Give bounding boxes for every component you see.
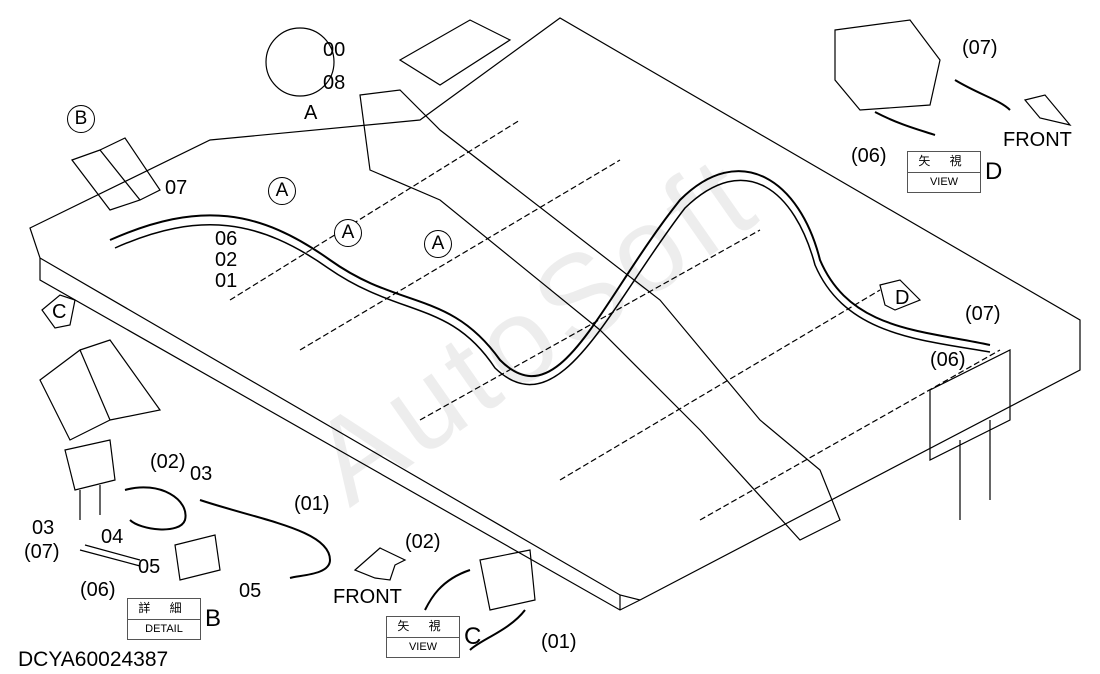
pedal-top bbox=[71, 137, 161, 211]
pilot-valve-body bbox=[64, 439, 116, 520]
detail-b-label-03a: 03 bbox=[190, 463, 213, 485]
drawing-code: DCYA60024387 bbox=[18, 648, 169, 671]
hose-c-02 bbox=[424, 569, 471, 611]
view-d-jp: 矢 視 bbox=[908, 152, 980, 173]
hose-main-2 bbox=[114, 179, 991, 386]
step-plate bbox=[398, 19, 512, 86]
detail-b-letter: B bbox=[205, 605, 222, 632]
detail-b-label-02: (02) bbox=[150, 451, 186, 473]
part-label-00: 00 bbox=[323, 39, 346, 61]
part-label-08: 08 bbox=[323, 72, 346, 94]
hose-main bbox=[109, 170, 991, 377]
detail-b-label-05b: 05 bbox=[239, 580, 262, 602]
part-label-06: 06 bbox=[215, 228, 238, 250]
hose-b-06 bbox=[79, 544, 141, 567]
hose-b-02 bbox=[124, 486, 187, 531]
view-c-jp: 矢 視 bbox=[387, 617, 459, 638]
view-d-tag: 矢 視 VIEW D bbox=[907, 151, 1002, 193]
view-c-en: VIEW bbox=[408, 640, 438, 653]
view-d-en: VIEW bbox=[929, 175, 959, 188]
detail-b-tag: 詳 細 DETAIL B bbox=[127, 598, 221, 640]
part-label-07: 07 bbox=[165, 177, 188, 199]
view-c-letter: C bbox=[464, 623, 482, 650]
detail-a-circle bbox=[265, 27, 335, 97]
view-c-label-01: (01) bbox=[541, 631, 577, 653]
view-c-label-02: (02) bbox=[405, 531, 441, 553]
callout-a-1: A bbox=[268, 177, 296, 205]
hose-d-07 bbox=[954, 79, 1011, 111]
view-c-front: FRONT bbox=[333, 586, 402, 608]
hose-d-06 bbox=[874, 111, 936, 136]
view-c-tag: 矢 視 VIEW C bbox=[386, 616, 481, 658]
center-boom bbox=[359, 89, 841, 541]
cross-member bbox=[229, 119, 1001, 521]
part-label-01: 01 bbox=[215, 270, 238, 292]
frame-side-rail bbox=[39, 258, 641, 611]
frame-outline bbox=[29, 17, 1081, 601]
arrow-d-shape bbox=[879, 279, 922, 311]
detail-a-letter: A bbox=[304, 102, 318, 124]
hose-c-01 bbox=[469, 609, 526, 651]
view-d-label-06: (06) bbox=[851, 145, 887, 167]
view-d-letter: D bbox=[985, 158, 1003, 185]
detail-b-en: DETAIL bbox=[145, 622, 183, 635]
rear-crossbeam bbox=[929, 349, 1011, 520]
view-d-label-07: (07) bbox=[962, 37, 998, 59]
part-label-d06: (06) bbox=[930, 349, 966, 371]
detail-b-label-06: (06) bbox=[80, 579, 116, 601]
detail-b-label-05a: 05 bbox=[138, 556, 161, 578]
detail-b-label-07: (07) bbox=[24, 541, 60, 563]
view-arrow-c-label: C bbox=[52, 301, 67, 323]
part-label-d07: (07) bbox=[965, 303, 1001, 325]
detail-b-label-01: (01) bbox=[294, 493, 330, 515]
valve-d bbox=[834, 19, 941, 111]
callout-a-3: A bbox=[424, 230, 452, 258]
front-arrow-d bbox=[1023, 94, 1072, 126]
detail-b-label-03b: 03 bbox=[32, 517, 55, 539]
valve-b bbox=[174, 534, 221, 581]
detail-b-label-04: 04 bbox=[101, 526, 124, 548]
part-label-02: 02 bbox=[215, 249, 238, 271]
view-arrow-d-label: D bbox=[895, 287, 910, 309]
arrow-c-shape bbox=[41, 294, 76, 329]
callout-b: B bbox=[67, 105, 95, 133]
callout-a-2: A bbox=[334, 219, 362, 247]
pedal-detail bbox=[39, 339, 162, 441]
valve-c bbox=[479, 549, 536, 611]
front-arrow-c bbox=[353, 547, 407, 581]
view-d-front: FRONT bbox=[1003, 129, 1072, 151]
hose-b-01 bbox=[199, 499, 332, 579]
detail-b-jp: 詳 細 bbox=[128, 599, 200, 620]
